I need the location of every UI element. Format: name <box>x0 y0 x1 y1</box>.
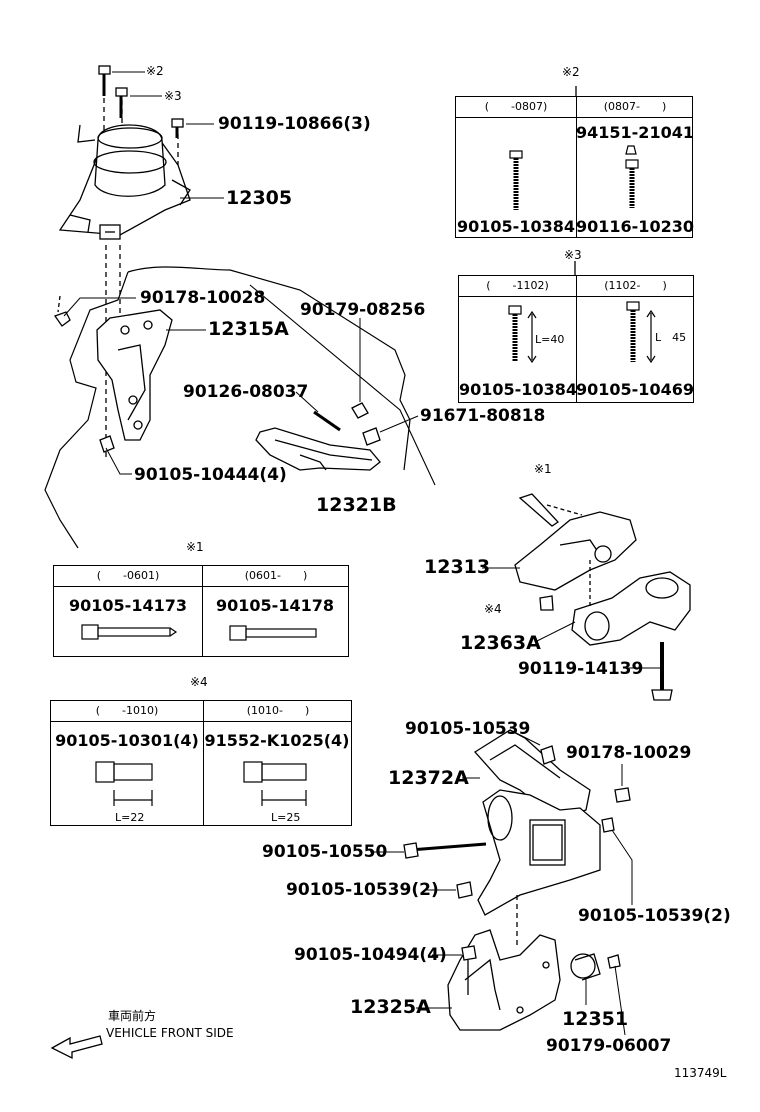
note3-marker: ※3 <box>164 89 182 103</box>
label-90179-08256: 90179-08256 <box>300 300 426 320</box>
label-90126-08037: 90126-08037 <box>183 382 309 402</box>
engine-outline <box>44 266 411 549</box>
table-note1: ( -0601) (0601- ) 90105-14173 90105-1417… <box>53 565 349 657</box>
note1-marker: ※1 <box>534 462 552 476</box>
note2-marker: ※2 <box>146 64 164 78</box>
table4-right-dim: L=25 <box>271 811 301 824</box>
table-note2: ( -0807) (0807- ) 94151-21041 90105-1038… <box>455 96 694 238</box>
table2-left-header: ( -0807) <box>484 100 548 113</box>
table1-right-header: (0601- ) <box>244 569 308 582</box>
table3-left-header: ( -1102) <box>486 279 549 292</box>
label-90105-10444: 90105-10444(4) <box>134 465 287 485</box>
table4-bolt-art <box>95 761 307 806</box>
table-note4: ( -1010) (1010- ) 90105-10301(4) 91552-K… <box>50 700 352 826</box>
label-12315A: 12315A <box>208 318 289 340</box>
table1-left-header: ( -0601) <box>96 569 160 582</box>
label-12313: 12313 <box>424 556 491 578</box>
table4-left-dim: L=22 <box>115 811 145 824</box>
table4-right-part: 91552-K1025(4) <box>204 731 350 750</box>
figure-id: 113749L <box>674 1066 727 1080</box>
table2-right-header: (0807- ) <box>603 100 667 113</box>
engine-mount-12305 <box>58 124 191 240</box>
vehicle-front-arrow-icon <box>50 1035 103 1060</box>
table3-right-header: (1102- ) <box>604 279 667 292</box>
table2-left-part: 90105-10384 <box>457 217 575 236</box>
label-90179-06007: 90179-06007 <box>546 1036 672 1056</box>
table4-left-header: ( -1010) <box>95 704 159 717</box>
table1-left-part: 90105-14173 <box>69 596 187 615</box>
label-12363A: 12363A <box>460 632 541 654</box>
table1-header: ( -0601) (0601- ) <box>54 566 348 587</box>
table2-right-part: 90116-10230 <box>576 217 694 236</box>
bracket-12315A <box>96 309 173 441</box>
label-90105-10550: 90105-10550 <box>262 842 388 862</box>
label-90105-10494: 90105-10494(4) <box>294 945 447 965</box>
top-bolts <box>98 65 184 138</box>
label-12305: 12305 <box>226 187 293 209</box>
table3-right-dim: L 45 <box>655 331 687 344</box>
label-12351: 12351 <box>562 1008 629 1030</box>
label-12321B: 12321B <box>316 494 397 516</box>
table4-left-part: 90105-10301(4) <box>55 731 199 750</box>
table3-bolt-art <box>508 301 656 364</box>
table3-left-dim: L=40 <box>535 333 565 346</box>
note4-marker: ※4 <box>484 602 502 616</box>
table2-right-top-part: 94151-21041 <box>576 123 694 142</box>
bracket-12321B <box>255 427 381 471</box>
label-90178-10028: 90178-10028 <box>140 288 266 308</box>
table1-title: ※1 <box>186 540 204 554</box>
table2-title: ※2 <box>562 65 580 79</box>
table2-bolt-art <box>509 145 639 210</box>
label-90105-10539-2b: 90105-10539(2) <box>578 906 731 926</box>
mount-12363A <box>571 571 691 646</box>
table1-right-part: 90105-14178 <box>216 596 334 615</box>
label-12372A: 12372A <box>388 767 469 789</box>
table-note3: ( -1102) (1102- ) L=40 L 45 90105-10384 … <box>458 275 694 403</box>
label-90178-10029: 90178-10029 <box>566 743 692 763</box>
label-91671-80818: 91671-80818 <box>420 406 546 426</box>
table1-bolt-art <box>81 624 317 641</box>
table4-right-header: (1010- ) <box>246 704 310 717</box>
label-90105-10539-top: 90105-10539 <box>405 719 531 739</box>
table3-left-part: 90105-10384 <box>459 380 577 399</box>
label-90119-14139: 90119-14139 <box>518 659 644 679</box>
table4-header: ( -1010) (1010- ) <box>51 701 351 722</box>
label-12325A: 12325A <box>350 996 431 1018</box>
mount-12313 <box>514 511 637 591</box>
table2-header: ( -0807) (0807- ) <box>456 97 692 118</box>
bracket-12325A <box>447 929 561 1031</box>
label-90105-10539-2a: 90105-10539(2) <box>286 880 439 900</box>
table4-title: ※4 <box>190 675 208 689</box>
bolt-note1 <box>518 493 559 527</box>
nut-90178-10028 <box>53 311 71 327</box>
vehicle-front-jp: 車両前方 <box>108 1009 157 1023</box>
table3-right-part: 90105-10469 <box>576 380 694 399</box>
table3-title: ※3 <box>564 248 582 262</box>
bushing-12351 <box>570 953 601 981</box>
label-90119-10866: 90119-10866(3) <box>218 114 371 134</box>
vehicle-front-en: VEHICLE FRONT SIDE <box>106 1026 234 1040</box>
